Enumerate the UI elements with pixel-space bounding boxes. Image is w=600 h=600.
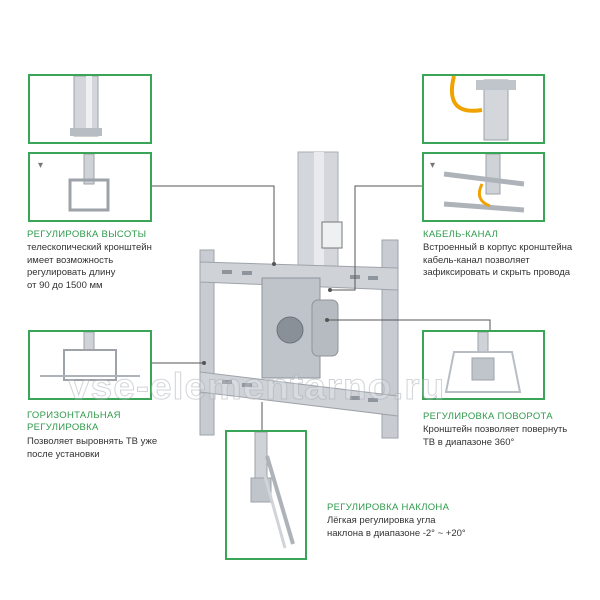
rotation-title: РЕГУЛИРОВКА ПОВОРОТА (423, 411, 553, 422)
cable-line: кабель-канал позволяет (423, 254, 530, 266)
rotation-icon (444, 332, 522, 393)
tilt-icon (250, 432, 295, 549)
rotation-panel (422, 330, 545, 400)
height-title: РЕГУЛИРОВКА ВЫСОТЫ (27, 229, 147, 240)
svg-text:▾: ▾ (38, 160, 43, 171)
cable-line: зафиксировать и скрыть провода (423, 267, 571, 278)
rotation-line: Кронштейн позволяет повернуть (423, 424, 568, 435)
horizontal-desc: Позволяет выровнять ТВ уже после установ… (27, 436, 157, 461)
bottom-bar (199, 371, 399, 417)
tilt-joint (311, 299, 339, 357)
height-panel-bottom: ▾ (28, 152, 152, 222)
cable-mount-icon: ▾ (430, 154, 525, 213)
horizontal-line: Позволяет выровнять ТВ уже (27, 436, 158, 447)
height-line: регулировать длину (27, 267, 116, 278)
rotation-line: ТВ в диапазоне 360° (423, 436, 515, 448)
horizontal-title: ГОРИЗОНТАЛЬНАЯ РЕГУЛИРОВКА (27, 410, 121, 434)
mount-small-icon: ▾ (38, 154, 110, 212)
cable-title: КАБЕЛЬ-КАНАЛ (423, 229, 499, 240)
height-line: имеет возможность (27, 254, 114, 266)
top-bar (199, 261, 399, 291)
cable-panel-bottom: ▾ (422, 152, 545, 222)
height-desc: телескопический кронштейн имеет возможно… (27, 242, 152, 292)
tilt-line: наклона в диапазоне -2° ~ +20° (327, 527, 466, 539)
pole-detail-icon (70, 76, 102, 137)
horizontal-panel (28, 330, 152, 400)
logo-badge (321, 221, 343, 249)
cable-desc: Встроенный в корпус кронштейна кабель-ка… (423, 242, 572, 280)
cable-detail-icon (449, 76, 516, 141)
tilt-title: РЕГУЛИРОВКА НАКЛОНА (327, 502, 450, 513)
horizontal-title-line: ГОРИЗОНТАЛЬНАЯ (27, 410, 121, 421)
tilt-panel (225, 430, 307, 560)
height-panel-top (28, 74, 152, 144)
tilt-desc: Лёгкая регулировка угла наклона в диапаз… (327, 515, 466, 540)
tilt-line: Лёгкая регулировка угла (327, 515, 436, 526)
height-line: телескопический кронштейн (27, 242, 152, 253)
cable-line: Встроенный в корпус кронштейна (423, 242, 573, 253)
horizontal-adjust-icon (40, 332, 140, 381)
pivot-hole (276, 316, 304, 344)
horizontal-title-line: РЕГУЛИРОВКА (27, 422, 99, 433)
rotation-desc: Кронштейн позволяет повернуть ТВ в диапа… (423, 424, 567, 449)
svg-text:▾: ▾ (430, 160, 435, 171)
cable-panel-top (422, 74, 545, 144)
horizontal-line: после установки (27, 448, 100, 460)
height-line: от 90 до 1500 мм (27, 279, 103, 291)
